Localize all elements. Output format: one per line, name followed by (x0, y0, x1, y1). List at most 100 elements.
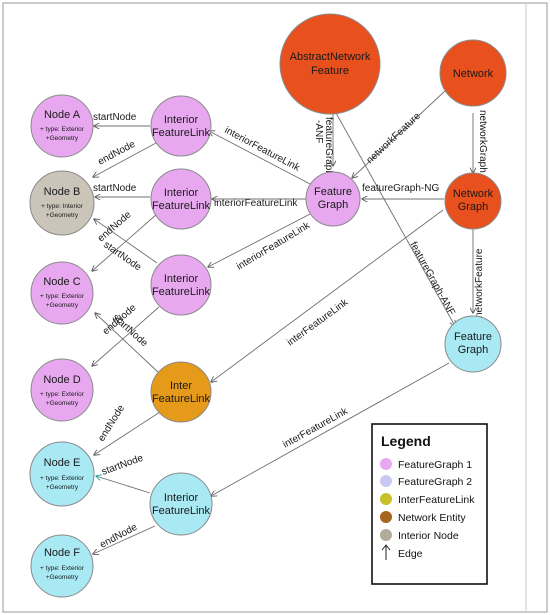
feature-graph-1-node (305, 171, 361, 227)
node-d-title: Node D (43, 374, 80, 386)
node-d-attr-2: +Geometry (46, 400, 79, 407)
node-f-attr-2: +Geometry (46, 574, 79, 581)
interior-feature-link-2-label-2: FeatureLink (152, 200, 211, 212)
node-e-attr-2: +Geometry (46, 484, 79, 491)
edge-link1-end (93, 142, 157, 177)
network-graph-node (444, 172, 502, 230)
node-c (30, 261, 94, 325)
node-a-title: Node A (44, 109, 81, 121)
legend-box (371, 423, 488, 585)
legend-label-interfeaturelink: InterFeatureLink (398, 494, 475, 506)
edge-label-interior-feature-link-1: interiorFeatureLink (223, 125, 303, 174)
interior-feature-link-1-label-1: Interior (164, 114, 199, 126)
legend-label-edge: Edge (398, 548, 423, 560)
node-a (30, 94, 94, 158)
legend-label-network-entity: Network Entity (398, 512, 466, 524)
edge-ng-interlink (211, 209, 444, 382)
node-b-title: Node B (44, 186, 81, 198)
node-d (30, 358, 94, 422)
legend: Legend FeatureGraph 1 FeatureGraph 2 Int… (371, 423, 488, 585)
node-e (29, 441, 95, 507)
network-node (439, 39, 507, 107)
feature-graph-1-label-1: Feature (314, 186, 352, 198)
feature-graph-2-node (444, 315, 502, 373)
node-e-attr-1: + type: Exterior (40, 475, 85, 482)
legend-label-featuregraph-2: FeatureGraph 2 (398, 476, 472, 488)
interior-feature-link-2-node (150, 168, 212, 230)
edge-link4-start (96, 476, 151, 494)
network-graph-label-1: Network (453, 188, 494, 200)
legend-swatch-featuregraph-1 (380, 458, 392, 470)
edge-anf-fg2 (335, 112, 455, 326)
edge-label-network-feature-2: networkFeature (474, 248, 485, 318)
inter-feature-link-label-2: FeatureLink (152, 393, 211, 405)
edge-fg2-link4 (211, 362, 450, 496)
node-f-attr-1: + type: Exterior (40, 565, 85, 572)
network-graph-label-2: Graph (458, 201, 489, 213)
edge-label-inter-feature-link-1: interFeatureLink (285, 296, 351, 348)
interior-feature-link-4-label-2: FeatureLink (152, 505, 211, 517)
edge-label-feature-graph: featureGraph (323, 117, 334, 176)
node-c-title: Node C (43, 276, 80, 288)
edge-label-start-node-1: startNode (93, 112, 137, 123)
node-a-attr-1: + type: Exterior (40, 126, 85, 133)
legend-swatch-interior-node (380, 529, 392, 541)
edge-link4-end (93, 525, 156, 554)
legend-title: Legend (381, 433, 431, 449)
edge-label-interior-feature-link-3: interiorFeatureLink (235, 220, 313, 273)
edge-link3-start (94, 219, 158, 264)
node-c-attr-2: +Geometry (46, 302, 79, 309)
feature-graph-1-label-2: Graph (318, 199, 349, 211)
edge-fg1-link3 (208, 212, 313, 267)
node-f (30, 534, 94, 598)
inter-feature-link-label-1: Inter (170, 380, 192, 392)
node-f-title: Node F (44, 547, 80, 559)
node-c-attr-1: + type: Exterior (40, 293, 85, 300)
edge-label-network-feature-1: networkFeature (365, 110, 424, 166)
edge-link2-end (92, 213, 158, 271)
edge-label-feature-graph-ng: featureGraph-NG (362, 183, 439, 194)
interior-feature-link-3-label-2: FeatureLink (152, 286, 211, 298)
abstract-network-feature-label-2: Feature (311, 65, 349, 77)
edge-network-fg1 (352, 89, 447, 178)
edge-label-inter-feature-link-2: interFeatureLink (281, 405, 350, 450)
edge-label-start-node-2: startNode (93, 183, 137, 194)
inter-feature-link-node (150, 361, 212, 423)
edge-inter-end (94, 409, 164, 455)
feature-graph-2-label-2: Graph (458, 344, 489, 356)
edge-fg1-link1 (209, 131, 313, 186)
edge-link3-end (92, 306, 160, 366)
feature-graph-2-label-1: Feature (454, 331, 492, 343)
interior-feature-link-1-node (150, 95, 212, 157)
network-label: Network (453, 68, 494, 80)
edge-inter-start (95, 313, 159, 373)
legend-swatch-featuregraph-2 (380, 475, 392, 487)
legend-swatch-network-entity (380, 511, 392, 523)
legend-label-interior-node: Interior Node (398, 530, 459, 542)
node-b-attr-2: +Geometry (46, 212, 79, 219)
edge-label-anf: -ANF (313, 120, 324, 143)
interior-feature-link-4-node (149, 472, 213, 536)
node-d-attr-1: + type: Exterior (40, 391, 85, 398)
node-a-attr-2: +Geometry (46, 135, 79, 142)
interior-feature-link-3-node (150, 254, 212, 316)
legend-edge-arrow-icon (381, 544, 391, 560)
interior-feature-link-1-label-2: FeatureLink (152, 127, 211, 139)
nodes: AbstractNetwork Feature Network Network … (29, 13, 507, 598)
edge-label-feature-graph-anf: featureGraph-ANF (407, 240, 457, 317)
edge-label-end-node-1: endNode (96, 139, 137, 168)
node-b (29, 170, 95, 236)
interior-feature-link-3-label-1: Interior (164, 273, 199, 285)
legend-label-featuregraph-1: FeatureGraph 1 (398, 459, 472, 471)
node-b-attr-1: + type: Interior (41, 203, 84, 210)
abstract-network-feature-label-1: AbstractNetwork (290, 51, 371, 63)
edge-label-interior-feature-link-2: interiorFeatureLink (214, 198, 298, 209)
edge-label-end-node-4: endNode (96, 403, 127, 444)
legend-swatch-interfeaturelink (380, 493, 392, 505)
interior-feature-link-2-label-1: Interior (164, 187, 199, 199)
edge-label-start-node-5: startNode (100, 453, 145, 478)
node-e-title: Node E (44, 457, 81, 469)
interior-feature-link-4-label-1: Interior (164, 492, 199, 504)
